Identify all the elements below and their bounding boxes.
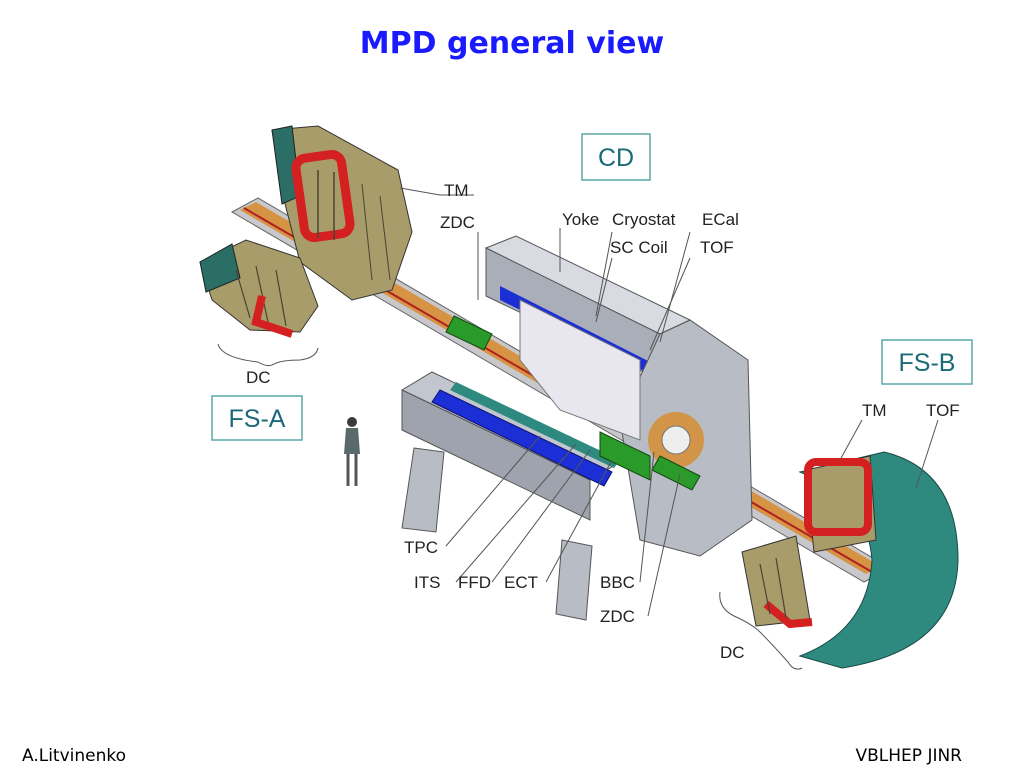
zdc-a-label: ZDC xyxy=(440,213,475,232)
central-detector xyxy=(400,235,753,621)
author-footer: A.Litvinenko xyxy=(22,746,127,766)
mpd-detector-diagram: CD FS-A FS-B TM ZDC Yoke Cryostat ECal xyxy=(199,125,973,670)
sc-coil-label: SC Coil xyxy=(610,238,668,257)
cd-label: CD xyxy=(598,144,634,172)
its-label: ITS xyxy=(414,573,440,592)
ect-label: ECT xyxy=(504,573,538,592)
tof-cd-label: TOF xyxy=(700,238,734,257)
ecal-label: ECal xyxy=(702,210,739,229)
leader-lines xyxy=(217,187,939,670)
yoke-label: Yoke xyxy=(562,210,599,229)
dc-b-label: DC xyxy=(720,643,745,662)
fs-a-magnet xyxy=(199,125,413,338)
page-title: MPD general view xyxy=(359,26,665,61)
tpc-label: TPC xyxy=(404,538,438,557)
bbc-label: BBC xyxy=(600,573,635,592)
tm-b-label: TM xyxy=(862,401,887,420)
dc-a-label: DC xyxy=(246,368,271,387)
tm-a-label: TM xyxy=(444,181,469,200)
zdc-b xyxy=(651,455,701,491)
fs-b-magnet xyxy=(741,451,959,669)
institute-footer: VBLHEP JINR xyxy=(855,746,963,766)
person-figure xyxy=(344,417,360,486)
fs-a-label: FS-A xyxy=(229,405,286,433)
tof-b-label: TOF xyxy=(926,401,960,420)
ffd-label: FFD xyxy=(458,573,491,592)
cd-box: CD xyxy=(581,133,651,181)
zdc-a xyxy=(445,315,493,351)
zdc-b-label: ZDC xyxy=(600,607,635,626)
component-labels: TM ZDC Yoke Cryostat ECal SC Coil TOF DC… xyxy=(246,181,960,662)
fs-b-label: FS-B xyxy=(899,349,956,377)
cryostat-label: Cryostat xyxy=(612,210,676,229)
fs-b-box: FS-B xyxy=(881,339,973,385)
fs-a-box: FS-A xyxy=(211,395,303,441)
